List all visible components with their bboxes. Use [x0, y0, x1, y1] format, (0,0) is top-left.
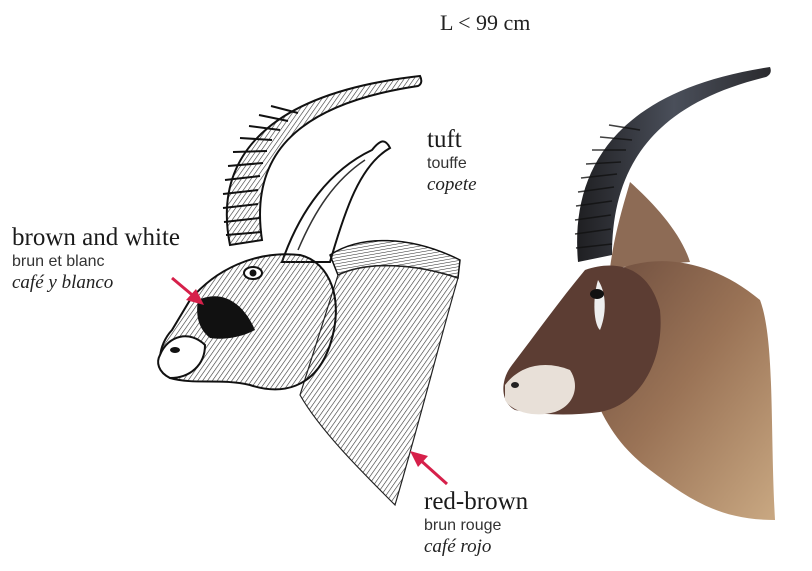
label-red-brown-spanish: café rojo: [424, 536, 528, 558]
ear-photo: [610, 182, 690, 268]
label-brown-and-white: brown and white brun et blanc café y bla…: [12, 224, 180, 294]
label-tuft-english: tuft: [427, 126, 477, 153]
label-red-brown: red-brown brun rouge café rojo: [424, 488, 528, 558]
label-red-brown-english: red-brown: [424, 488, 528, 515]
label-tuft-spanish: copete: [427, 174, 477, 196]
sable-head-drawing: [158, 76, 460, 505]
arrow-red-brown: [410, 451, 447, 484]
label-brown-and-white-english: brown and white: [12, 224, 180, 251]
label-brown-and-white-french: brun et blanc: [12, 251, 180, 272]
label-tuft: tuft touffe copete: [427, 126, 477, 196]
sable-head-photo: [503, 67, 775, 520]
label-red-brown-french: brun rouge: [424, 515, 528, 536]
label-tuft-french: touffe: [427, 153, 477, 174]
label-brown-and-white-spanish: café y blanco: [12, 272, 180, 294]
